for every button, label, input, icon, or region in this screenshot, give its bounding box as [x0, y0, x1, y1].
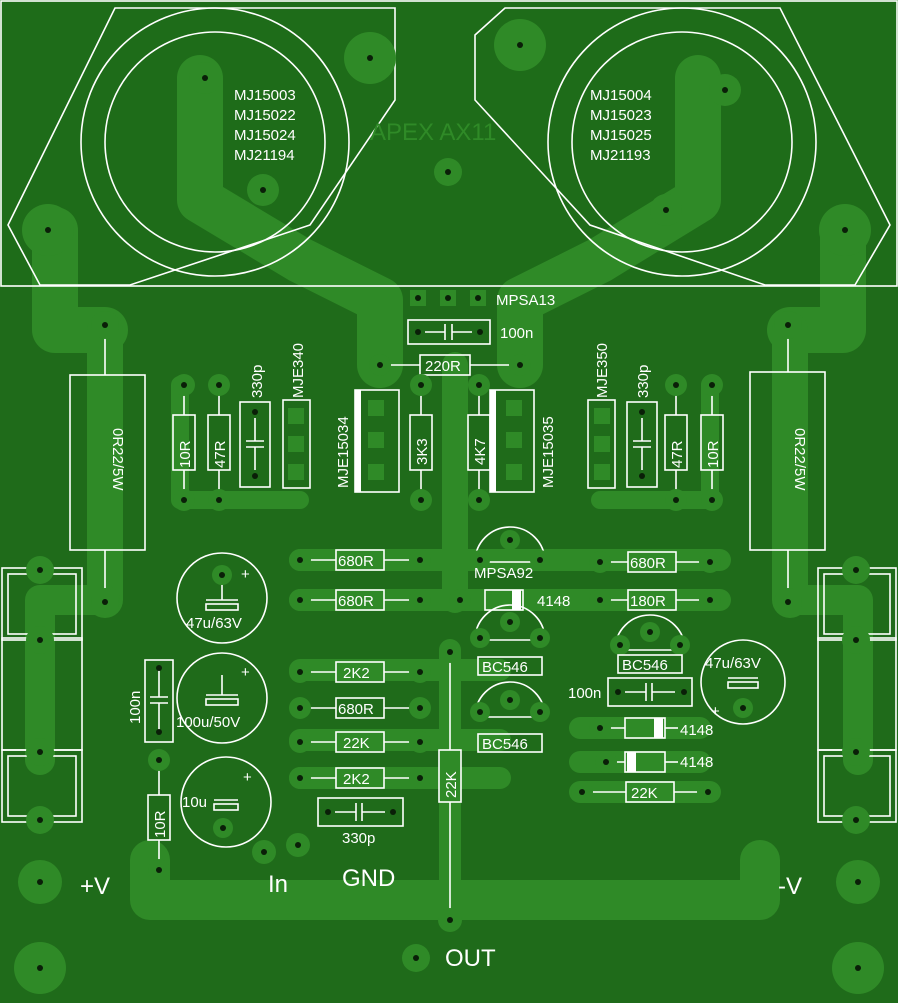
mpsa13	[410, 290, 486, 306]
mje350-outline	[587, 399, 616, 489]
bc546-3-label: BC546	[622, 657, 668, 674]
bc546-2-label: BC546	[482, 736, 528, 753]
res-2k2-2	[289, 767, 431, 789]
diode-4148-3	[595, 751, 678, 773]
res-47r-right-label: 47R	[669, 440, 686, 468]
mje15034-label: MJE15034	[335, 416, 352, 488]
cap-100n-top-label: 100n	[500, 325, 533, 342]
res-180r-label: 180R	[630, 593, 666, 610]
power-transistor-right	[474, 7, 891, 286]
res-22k-right-label: 22K	[631, 785, 658, 802]
cap-47u-left-label: 47u/63V	[186, 615, 242, 632]
cap-47u-right-label: 47u/63V	[705, 655, 761, 672]
copper-layer	[25, 55, 873, 931]
cap-330p-right	[626, 401, 658, 488]
diode-4148-2	[589, 717, 678, 739]
res-680r-1-label: 680R	[338, 553, 374, 570]
diode-4148-1-label: 4148	[537, 593, 570, 610]
res-680r-1	[289, 549, 431, 571]
fuse-holder-right	[817, 556, 897, 834]
res-0r22-left-label: 0R22/5W	[109, 428, 126, 491]
res-47r-left-label: 47R	[212, 440, 229, 468]
right-transistor-part-3: MJ15025	[590, 127, 652, 144]
cap-10u-plus: +	[243, 769, 252, 786]
res-680r-3	[289, 697, 431, 719]
cap-100u-plus: +	[241, 664, 250, 681]
cap-10u	[180, 756, 272, 848]
left-transistor-part-2: MJ15022	[234, 107, 296, 124]
res-22k-1	[289, 731, 431, 753]
cap-330p-right-label: 330p	[635, 365, 652, 398]
fuse-holder-left	[1, 556, 83, 834]
res-680r-3-label: 680R	[338, 701, 374, 718]
mje340-outline	[282, 399, 311, 489]
board-title: APEX AX11	[370, 119, 496, 146]
res-22k-1-label: 22K	[343, 735, 370, 752]
cap-47u-left	[176, 552, 268, 644]
cap-100n-mid-label: 100n	[568, 685, 601, 702]
res-22k-vertical-label: 22K	[443, 771, 460, 798]
right-transistor-part-2: MJ15023	[590, 107, 652, 124]
cap-100n-left-label: 100n	[127, 691, 144, 724]
right-transistor-part-4: MJ21193	[590, 147, 651, 164]
res-680r-2-label: 680R	[338, 593, 374, 610]
res-0r22-left	[69, 374, 146, 551]
input-label: In	[268, 871, 288, 898]
cap-100n-top	[407, 319, 491, 345]
res-220r-label: 220R	[425, 358, 461, 375]
left-transistor-part-3: MJ15024	[234, 127, 296, 144]
cap-100u-label: 100u/50V	[176, 714, 240, 731]
bc546-1-label: BC546	[482, 659, 528, 676]
res-680r-right-label: 680R	[630, 555, 666, 572]
diode-4148-3-label: 4148	[680, 754, 713, 771]
gnd-label: GND	[342, 865, 395, 892]
res-2k2-2-label: 2K2	[343, 771, 370, 788]
res-10r-left-label: 10R	[177, 440, 194, 468]
bc546-3	[610, 614, 690, 674]
res-10r-bottom-label: 10R	[152, 810, 169, 838]
res-180r	[589, 589, 721, 611]
bc546-2	[470, 681, 550, 753]
mpsa13-label: MPSA13	[496, 292, 555, 309]
cap-100n-left	[144, 659, 174, 743]
cap-47u-right	[700, 639, 786, 725]
cap-47u-right-plus: +	[711, 703, 720, 720]
mpsa92-label: MPSA92	[474, 565, 533, 582]
res-2k2-1-label: 2K2	[343, 665, 370, 682]
res-2k2-1	[289, 661, 431, 683]
mje340-label: MJE340	[290, 343, 307, 398]
mje350-label: MJE350	[594, 343, 611, 398]
diode-4148-2-label: 4148	[680, 722, 713, 739]
res-0r22-right-label: 0R22/5W	[791, 428, 808, 491]
res-680r-2	[289, 589, 431, 611]
mpsa92	[470, 526, 550, 570]
cap-330p-bottom-label: 330p	[342, 830, 375, 847]
cap-330p-left-label: 330p	[249, 365, 266, 398]
cap-100n-mid	[607, 677, 693, 707]
mje15035-label: MJE15035	[540, 416, 557, 488]
cap-10u-label: 10u	[182, 794, 207, 811]
plus-v-label: +V	[80, 873, 110, 900]
cap-100u	[176, 652, 268, 744]
minus-v-label: -V	[778, 873, 802, 900]
left-transistor-part-1: MJ15003	[234, 87, 296, 104]
cap-330p-bottom	[317, 797, 404, 827]
cap-330p-left	[239, 401, 271, 488]
diode-4148-1	[484, 589, 524, 611]
bc546-1	[470, 604, 550, 676]
transistor-area-frame	[0, 0, 898, 287]
out-label: OUT	[445, 945, 496, 972]
right-transistor-part-1: MJ15004	[590, 87, 652, 104]
res-4k7-label: 4K7	[472, 438, 489, 465]
cap-47u-left-plus: +	[241, 566, 250, 583]
res-680r-right	[589, 551, 721, 573]
res-22k-right	[571, 781, 719, 803]
res-3k3-label: 3K3	[414, 438, 431, 465]
left-transistor-part-4: MJ21194	[234, 147, 295, 164]
power-transistor-left	[7, 7, 396, 286]
res-10r-right-label: 10R	[705, 440, 722, 468]
